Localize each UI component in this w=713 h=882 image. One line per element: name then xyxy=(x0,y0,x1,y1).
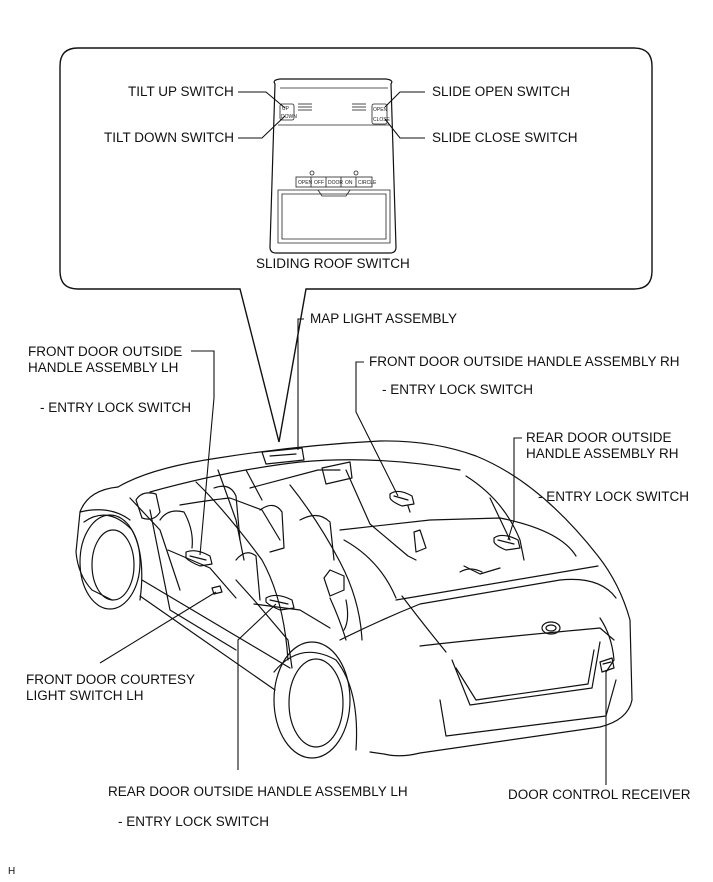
corner-mark: H xyxy=(8,866,15,877)
part-leaders xyxy=(99,318,607,785)
front-door-lh-sub-label: - ENTRY LOCK SWITCH xyxy=(40,400,191,415)
labels: TILT UP SWITCH TILT DOWN SWITCH SLIDE OP… xyxy=(8,84,691,877)
front-door-lh xyxy=(149,509,237,651)
console-button-5[interactable]: CIRCLE xyxy=(358,180,377,186)
door-control-receiver-label: DOOR CONTROL RECEIVER xyxy=(508,787,691,802)
front-door-handle-rh-part xyxy=(389,490,415,513)
front-door-lh-label-line2: HANDLE ASSEMBLY LH xyxy=(28,360,178,375)
tilt-up-switch-label: TILT UP SWITCH xyxy=(128,84,234,99)
tilt-down-mark: DOWN xyxy=(281,114,297,120)
courtesy-switch-label-line1: FRONT DOOR COURTESY xyxy=(26,672,195,687)
callout-box xyxy=(59,47,653,443)
console-button-4[interactable]: ON xyxy=(345,180,353,186)
tilt-up-mark: UP xyxy=(282,106,290,112)
vent-left xyxy=(298,103,312,111)
front-door-rh-label: FRONT DOOR OUTSIDE HANDLE ASSEMBLY RH xyxy=(369,354,680,369)
tilt-switch[interactable]: UP DOWN xyxy=(279,103,297,121)
vent-right xyxy=(352,103,366,111)
rear-door-handle-rh-part xyxy=(493,534,521,551)
front-door-rh-sub-label: - ENTRY LOCK SWITCH xyxy=(382,382,533,397)
rear-door-lh-sub-label: - ENTRY LOCK SWITCH xyxy=(118,814,269,829)
front-door-handle-lh-part xyxy=(185,550,213,567)
map-light-assembly-label: MAP LIGHT ASSEMBLY xyxy=(310,311,457,326)
slide-close-mark: CLOSE xyxy=(373,117,391,123)
overhead-console: UP DOWN OPEN CLOSE OPEN OFF DOOR ON CIRC… xyxy=(269,78,397,254)
rear-door-lh-label: REAR DOOR OUTSIDE HANDLE ASSEMBLY LH xyxy=(108,784,408,799)
map-light-part xyxy=(261,447,305,465)
rear-door-rh-label-line1: REAR DOOR OUTSIDE xyxy=(526,430,672,445)
courtesy-switch-label-line2: LIGHT SWITCH LH xyxy=(26,688,144,703)
rear-door-handle-lh-part xyxy=(265,594,295,611)
slide-switch[interactable]: OPEN CLOSE xyxy=(371,103,391,125)
courtesy-switch-part xyxy=(211,585,223,595)
rear-door-rh-sub-label: - ENTRY LOCK SWITCH xyxy=(538,489,689,504)
side-mirror-lh xyxy=(135,492,161,520)
sunglass-holder xyxy=(277,189,391,244)
console-button-row: OPEN OFF DOOR ON CIRCLE xyxy=(295,170,377,188)
rear-wheel-lh xyxy=(273,641,358,759)
sliding-roof-switch-label: SLIDING ROOF SWITCH xyxy=(256,256,410,271)
slide-open-switch-label: SLIDE OPEN SWITCH xyxy=(432,84,570,99)
slide-close-switch-label: SLIDE CLOSE SWITCH xyxy=(432,130,578,145)
console-button-1[interactable]: OPEN xyxy=(298,180,313,186)
door-control-receiver-part xyxy=(599,657,615,673)
switch-leaders xyxy=(238,91,425,139)
rear-door-lh xyxy=(235,579,331,669)
car-body xyxy=(75,440,633,759)
front-wheel-lh xyxy=(79,514,143,610)
front-door-lh-label-line1: FRONT DOOR OUTSIDE xyxy=(28,344,182,359)
console-button-2[interactable]: OFF xyxy=(314,180,324,186)
tilt-down-switch-label: TILT DOWN SWITCH xyxy=(104,130,234,145)
rear-door-rh-label-line2: HANDLE ASSEMBLY RH xyxy=(526,446,679,461)
slide-open-mark: OPEN xyxy=(373,107,388,113)
console-button-3[interactable]: DOOR xyxy=(328,180,343,186)
